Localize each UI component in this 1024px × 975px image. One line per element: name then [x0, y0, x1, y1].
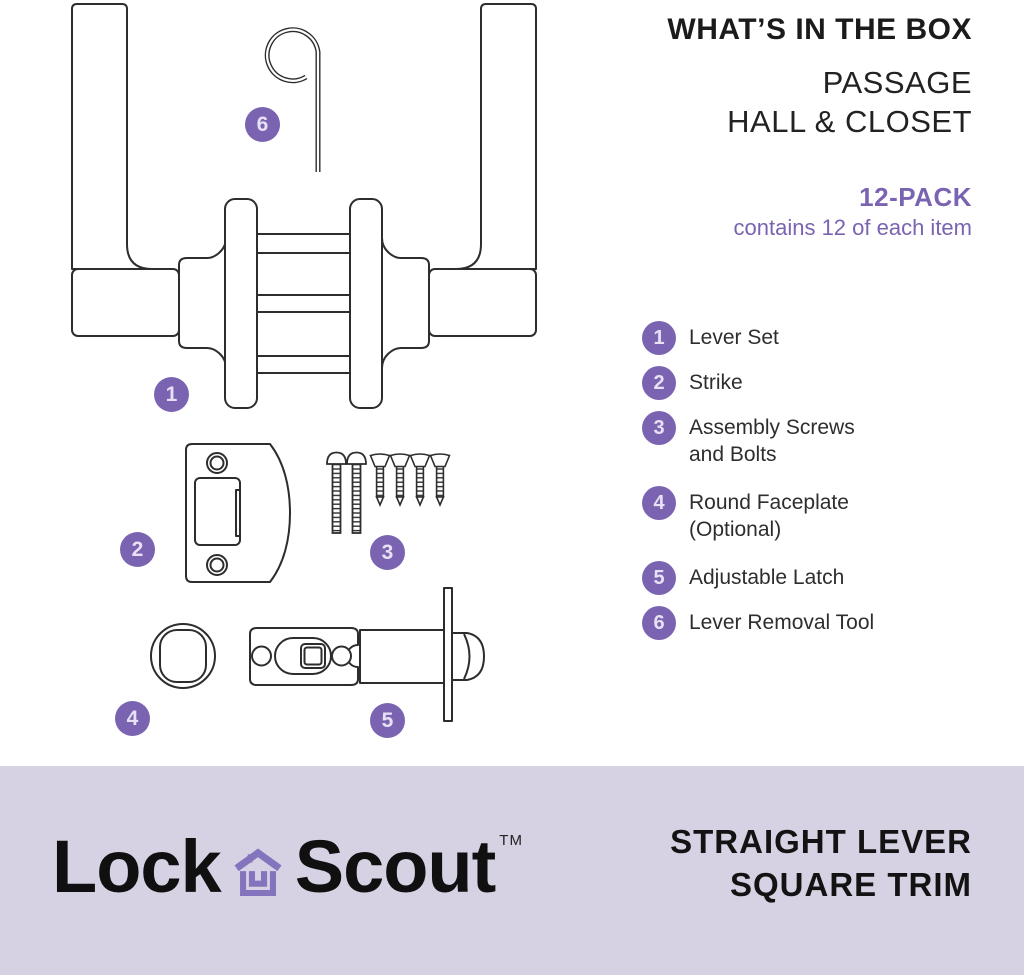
pack-size-label: 12-PACK: [859, 182, 972, 212]
product-name-line-1: STRAIGHT LEVER: [670, 823, 972, 860]
pack-note: contains 12 of each item: [733, 215, 972, 240]
item-label: Adjustable Latch: [689, 566, 845, 589]
subtitle-line-2: HALL & CLOSET: [727, 104, 972, 139]
list-item-assembly-screws: 3 Assembly Screws and Bolts: [642, 411, 855, 468]
item-number-badge: 3: [642, 411, 676, 445]
item-number-badge: 1: [642, 321, 676, 355]
item-number-badge: 2: [642, 366, 676, 400]
callout-badge-1: 1: [154, 377, 189, 412]
item-label: Round Faceplate: [689, 491, 849, 514]
adjustable-latch-drawing: [249, 587, 485, 722]
product-name-line-2: SQUARE TRIM: [730, 866, 972, 903]
product-name: STRAIGHT LEVER SQUARE TRIM: [670, 820, 972, 906]
callout-badge-6: 6: [245, 107, 280, 142]
page-title: WHAT’S IN THE BOX: [667, 13, 972, 46]
strike-drawing: [185, 443, 291, 583]
screws-and-bolts-drawing: [326, 451, 451, 534]
lever-removal-tool-drawing: [264, 27, 321, 172]
house-icon: [234, 848, 282, 897]
list-item-round-faceplate: 4 Round Faceplate (Optional): [642, 486, 849, 543]
callout-badge-4: 4: [115, 701, 150, 736]
item-label-line-2: and Bolts: [689, 443, 777, 466]
list-item-lever-removal-tool: 6 Lever Removal Tool: [642, 606, 874, 640]
item-label: Lever Set: [689, 326, 779, 349]
footer-band: [0, 766, 1024, 975]
item-label: Assembly Screws: [689, 416, 855, 439]
parts-diagram: [71, 3, 537, 722]
callout-badge-2: 2: [120, 532, 155, 567]
item-label: Lever Removal Tool: [689, 611, 875, 634]
list-item-strike: 2 Strike: [642, 366, 743, 400]
callout-badge-5: 5: [370, 703, 405, 738]
item-label-line-2: (Optional): [689, 518, 782, 541]
item-number-badge: 4: [642, 486, 676, 520]
round-faceplate-drawing: [150, 623, 216, 689]
subtitle-line-1: PASSAGE: [822, 65, 972, 100]
trademark-symbol: TM: [499, 831, 523, 849]
list-item-lever-set: 1 Lever Set: [642, 321, 779, 355]
list-item-adjustable-latch: 5 Adjustable Latch: [642, 561, 844, 595]
subtitle: PASSAGE HALL & CLOSET: [727, 63, 972, 141]
item-number-badge: 6: [642, 606, 676, 640]
brand-logo: Lock Scout TM: [52, 824, 523, 910]
lever-set-drawing: [71, 3, 537, 409]
callout-badge-3: 3: [370, 535, 405, 570]
brand-word-lock: Lock: [52, 825, 222, 908]
item-number-badge: 5: [642, 561, 676, 595]
item-label: Strike: [689, 371, 743, 394]
brand-word-scout: Scout: [294, 825, 497, 908]
